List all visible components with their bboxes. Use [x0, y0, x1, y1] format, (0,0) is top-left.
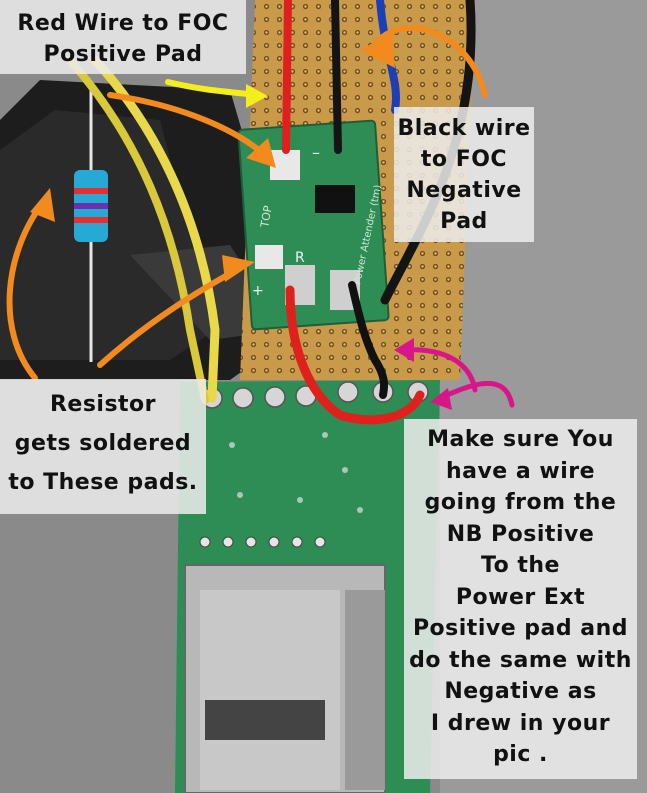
black-wire-line-2: to FOC	[420, 147, 508, 172]
pink-arrow-upper	[402, 347, 478, 393]
instructions-line-9: Negative as	[444, 679, 597, 704]
instructions-line-3: going from the	[424, 490, 617, 515]
main-pcb	[175, 380, 440, 793]
black-wire-line-3: Negative	[406, 178, 522, 203]
resistor-line-3: to These pads.	[8, 470, 198, 495]
red-wire-line-1: Red Wire to FOC	[17, 11, 229, 36]
yellow-arrowhead	[246, 84, 268, 108]
red-wire-line-2: Positive Pad	[43, 42, 203, 67]
orange-arrowhead-resistor	[30, 188, 55, 222]
resistor-line-1: Resistor	[49, 392, 157, 417]
instructions-line-7: Positive pad and	[412, 616, 629, 641]
board-top-text: TOP	[258, 204, 275, 229]
instructions-line-8: do the same with	[409, 647, 632, 673]
instructions-line-10: I drew in your	[430, 710, 611, 736]
pink-arrowhead-lower	[430, 388, 452, 410]
black-wire-line-1: Black wire	[397, 116, 531, 141]
power-attender-board: TOP R – + Power Attender (tm)	[237, 119, 390, 331]
orange-arrowhead-pad	[222, 255, 255, 282]
instructions-line-2: have a wire	[445, 458, 596, 484]
black-wire-label: Black wire to FOC Negative Pad	[394, 107, 534, 242]
resistor-drawing	[74, 88, 108, 362]
orange-arrowhead-red-wire	[246, 138, 276, 168]
board-r-text: R	[295, 250, 305, 266]
orange-arrowhead-black-wire	[360, 32, 395, 68]
orange-arrow-black-wire	[372, 25, 488, 98]
board-plus-text: +	[252, 283, 264, 299]
resistor-label: Resistor gets soldered to These pads.	[0, 379, 206, 514]
board-minus-text: –	[312, 143, 320, 162]
instructions-line-5: To the	[481, 553, 560, 578]
pink-arrowhead-upper	[394, 338, 414, 362]
black-wire-line-4: Pad	[440, 209, 488, 234]
instructions-line-1: Make sure You	[427, 427, 614, 452]
annotation-arrows	[6, 25, 515, 410]
orange-arrow-resistor	[6, 197, 48, 381]
instructions-line-4: NB Positive	[446, 521, 595, 547]
instructions-label: Make sure You have a wire going from the…	[404, 419, 637, 779]
resistor-line-2: gets soldered	[14, 431, 192, 456]
instructions-line-6: Power Ext	[455, 584, 586, 610]
pink-arrow-lower	[437, 380, 515, 408]
instructions-line-11: pic .	[493, 742, 548, 767]
red-wire-label: Red Wire to FOC Positive Pad	[0, 0, 246, 74]
